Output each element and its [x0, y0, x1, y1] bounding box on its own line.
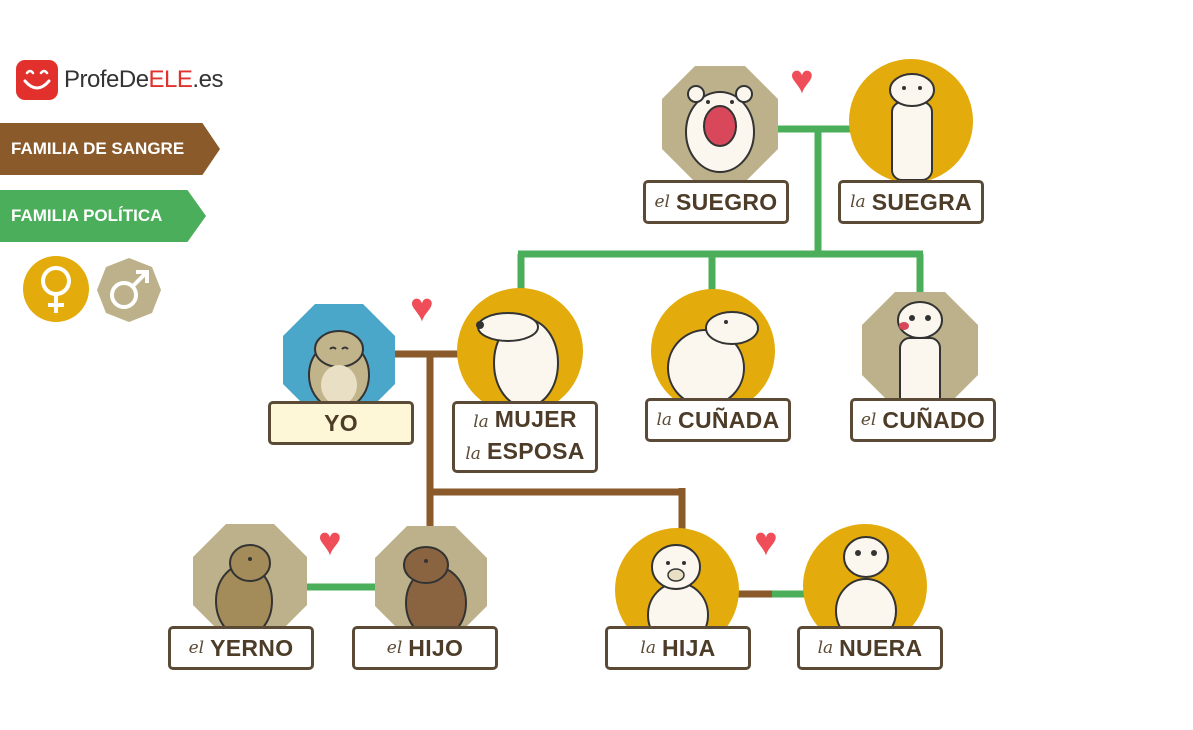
heart-icon: ♥: [790, 58, 814, 102]
suegra-bear-icon: [849, 59, 973, 183]
legend-inlaw-family: FAMILIA POLÍTICA: [0, 190, 206, 242]
logo[interactable]: ProfeDeELE.es: [16, 60, 223, 100]
suegro-bear-icon: [662, 66, 778, 182]
cunada-bear-icon: [651, 289, 775, 413]
yerno-bear-icon: [193, 524, 307, 638]
cunado-bear-icon: [862, 292, 978, 409]
logo-smiley-icon: [16, 60, 58, 100]
yo-bear-icon: [283, 304, 395, 416]
female-symbol-icon: [23, 256, 89, 322]
logo-text: ProfeDeELE.es: [64, 66, 223, 93]
inlaw-lines: [305, 125, 924, 598]
legend-blood-family: FAMILIA DE SANGRE: [0, 123, 220, 175]
heart-icon: ♥: [410, 286, 434, 330]
male-symbol-icon: [97, 258, 161, 322]
mujer-bear-icon: [457, 288, 583, 414]
heart-icon: ♥: [318, 520, 342, 564]
label-yo: YO: [268, 401, 414, 445]
hijo-bear-icon: [375, 526, 487, 639]
blood-lines: [390, 350, 772, 598]
heart-icon: ♥: [754, 520, 778, 564]
